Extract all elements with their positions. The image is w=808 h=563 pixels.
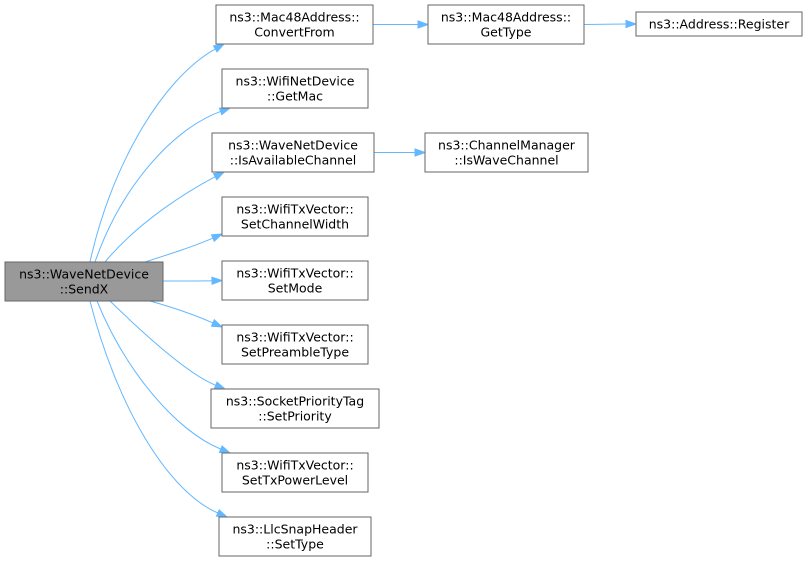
node-box-iswavechannel[interactable]: [424, 132, 589, 173]
node-label-getmac-line-1: ns3::WifiNetDevice: [236, 74, 355, 89]
node-box-convertfrom[interactable]: [215, 4, 374, 45]
node-label-settype-line-2: ::SetType: [266, 537, 324, 552]
edge-gettype-to-register: [583, 23, 627, 25]
node-setmode[interactable]: ns3::WifiTxVector::SetMode: [221, 260, 369, 301]
node-box-setchannelwidth[interactable]: [221, 196, 369, 237]
node-label-convertfrom-line-2: ConvertFrom: [254, 25, 334, 40]
edge-arrowhead-setpriority: [213, 381, 227, 390]
edge-sendx-to-settype: [89, 300, 219, 514]
edge-sendx-to-isavailablechannel: [104, 176, 216, 263]
node-box-register[interactable]: [635, 11, 803, 37]
node-iswavechannel[interactable]: ns3::ChannelManager::IsWaveChannel: [424, 132, 589, 173]
node-label-settxpowerlevel-line-2: SetTxPowerLevel: [242, 473, 348, 488]
node-box-setmode[interactable]: [221, 260, 369, 301]
edge-sendx-to-setpreambletype: [149, 300, 214, 324]
node-box-getmac[interactable]: [221, 68, 369, 109]
edge-arrowhead-isavailablechannel: [212, 171, 226, 181]
edge-sendx-to-setpriority: [109, 300, 216, 386]
node-getmac[interactable]: ns3::WifiNetDevice::GetMac: [221, 68, 369, 109]
node-setpreambletype[interactable]: ns3::WifiTxVector::SetPreambleType: [221, 324, 369, 365]
node-label-settxpowerlevel-line-1: ns3::WifiTxVector::: [236, 458, 353, 473]
edges-layer: [89, 19, 638, 518]
node-sendx[interactable]: ns3::WaveNetDevice::SendX: [4, 261, 164, 302]
node-label-setpreambletype-line-1: ns3::WifiTxVector::: [236, 330, 353, 345]
node-label-iswavechannel-line-2: ::IsWaveChannel: [454, 153, 558, 168]
edge-arrowhead-setchannelwidth: [210, 233, 224, 243]
edge-arrowhead-gettype: [417, 20, 430, 29]
node-box-settype[interactable]: [218, 516, 372, 557]
node-settxpowerlevel[interactable]: ns3::WifiTxVector::SetTxPowerLevel: [221, 452, 369, 493]
node-label-gettype-line-2: GetType: [481, 25, 532, 40]
node-box-setpriority[interactable]: [210, 388, 380, 429]
node-label-getmac-line-2: ::GetMac: [267, 89, 323, 104]
node-label-isavailablechannel-line-1: ns3::WaveNetDevice: [228, 138, 358, 153]
node-label-convertfrom-line-1: ns3::Mac48Address::: [229, 10, 359, 25]
edge-sendx-to-settxpowerlevel: [96, 300, 221, 450]
edge-arrowhead-settxpowerlevel: [218, 445, 232, 454]
node-label-sendx-line-1: ns3::WaveNetDevice: [19, 267, 149, 282]
edge-sendx-to-convertfrom: [89, 48, 216, 263]
node-label-setpreambletype-line-2: SetPreambleType: [241, 345, 349, 360]
node-gettype[interactable]: ns3::Mac48Address::GetType: [427, 4, 585, 45]
node-label-setmode-line-1: ns3::WifiTxVector::: [236, 266, 353, 281]
node-label-isavailablechannel-line-2: ::IsAvailableChannel: [230, 153, 357, 168]
node-box-setpreambletype[interactable]: [221, 324, 369, 365]
node-label-setpriority-line-1: ns3::SocketPriorityTag: [226, 394, 364, 409]
node-box-isavailablechannel[interactable]: [211, 132, 375, 173]
edge-sendx-to-getmac: [94, 110, 221, 263]
nodes-layer: ns3::WaveNetDevice::SendX ns3::Mac48Addre…: [4, 4, 803, 557]
edge-arrowhead-settype: [215, 508, 229, 518]
node-register[interactable]: ns3::Address::Register: [635, 11, 803, 37]
edge-arrowhead-setpreambletype: [210, 318, 224, 328]
node-box-gettype[interactable]: [427, 4, 585, 45]
node-label-sendx-line-2: ::SendX: [60, 282, 109, 297]
node-settype[interactable]: ns3::LlcSnapHeader::SetType: [218, 516, 372, 557]
node-convertfrom[interactable]: ns3::Mac48Address::ConvertFrom: [215, 4, 374, 45]
node-box-sendx[interactable]: [4, 261, 164, 302]
edge-arrowhead-iswavechannel: [414, 148, 427, 157]
node-label-setpriority-line-2: ::SetPriority: [258, 409, 332, 424]
edge-arrowhead-convertfrom: [212, 43, 226, 53]
node-label-gettype-line-1: ns3::Mac48Address::: [441, 10, 571, 25]
node-label-setmode-line-2: SetMode: [268, 281, 323, 296]
node-isavailablechannel[interactable]: ns3::WaveNetDevice::IsAvailableChannel: [211, 132, 375, 173]
edge-arrowhead-setmode: [211, 276, 224, 285]
node-label-setchannelwidth-line-1: ns3::WifiTxVector::: [236, 202, 353, 217]
node-label-iswavechannel-line-1: ns3::ChannelManager: [438, 138, 576, 153]
node-label-settype-line-1: ns3::LlcSnapHeader: [232, 522, 358, 537]
node-setpriority[interactable]: ns3::SocketPriorityTag::SetPriority: [210, 388, 380, 429]
node-setchannelwidth[interactable]: ns3::WifiTxVector::SetChannelWidth: [221, 196, 369, 237]
node-label-register-line-1: ns3::Address::Register: [649, 17, 790, 32]
edge-arrowhead-getmac: [218, 107, 232, 116]
edge-arrowhead-register: [625, 19, 638, 29]
node-label-setchannelwidth-line-2: SetChannelWidth: [241, 217, 349, 232]
node-box-settxpowerlevel[interactable]: [221, 452, 369, 493]
edge-sendx-to-setchannelwidth: [144, 237, 214, 263]
